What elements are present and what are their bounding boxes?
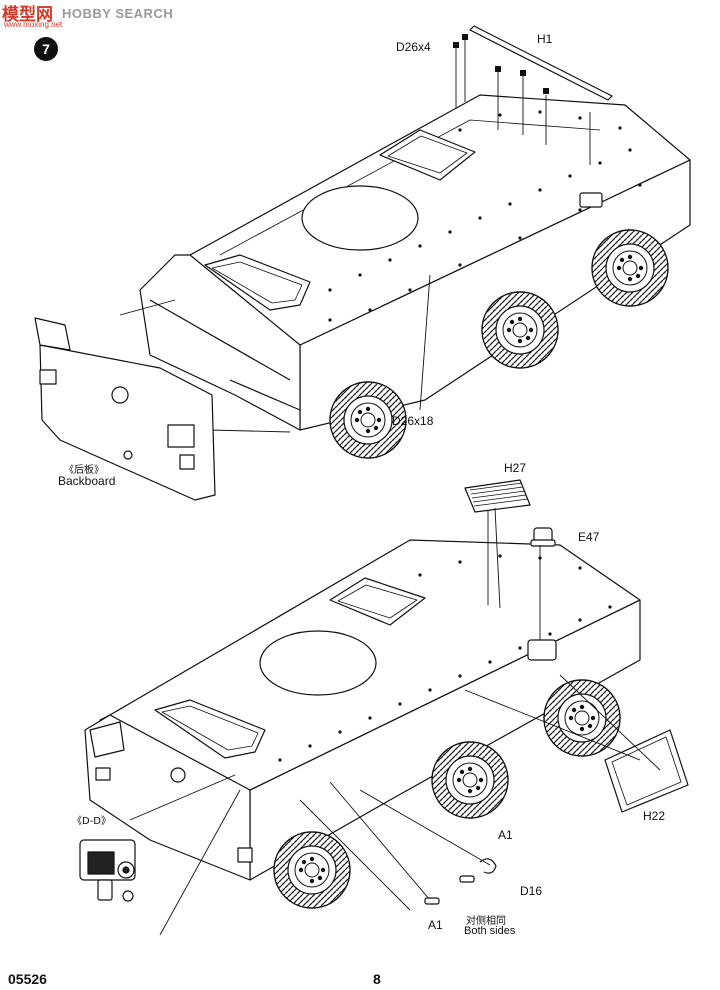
label-d26x4: D26x4 [396,40,431,54]
label-backboard-cn: 《后板》 [64,465,104,476]
label-e47: E47 [578,530,600,544]
step-number-badge: 7 [34,37,58,61]
bottom-hull-assembly [79,479,689,936]
watermark-site: HOBBY SEARCH [62,6,174,21]
label-both-sides-cn: 对侧相同 [466,916,506,927]
label-h27: H27 [504,461,527,475]
label-d16: D16 [520,884,543,898]
bottom-hull-rear [84,714,251,881]
watermark-cn: 模型网 [2,5,53,25]
detail-d-d [79,839,136,902]
bottom-turret-ring [259,630,377,696]
top-hull-rear [139,254,301,431]
label-a1-top: A1 [498,828,513,842]
label-h1: H1 [537,32,553,46]
label-backboard-en: Backboard [58,474,116,488]
page-number: 8 [373,971,381,987]
label-both-sides-en: Both sides [464,925,516,937]
label-a1-bottom: A1 [428,918,443,932]
backboard-panel [39,344,216,501]
label-d-d: 《D-D》 [72,816,112,827]
label-d26x18: D26x18 [392,414,434,428]
top-turret-ring [301,185,419,251]
part-d16 [479,858,497,874]
top-hull-assembly [34,25,691,501]
part-h1-strip [469,25,613,101]
watermark-url: www.moxing.net [4,20,63,29]
label-h22: H22 [643,809,666,823]
kit-number: 05526 [8,971,47,987]
